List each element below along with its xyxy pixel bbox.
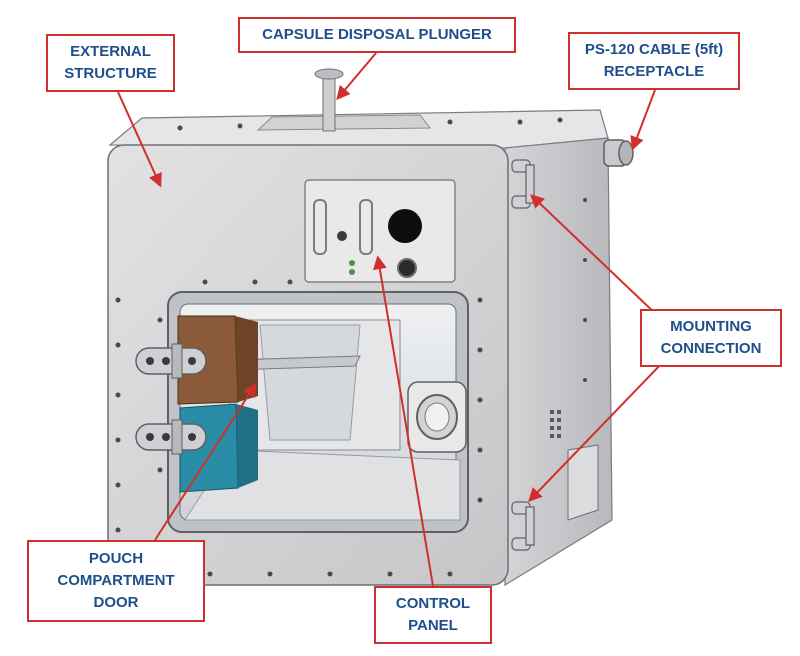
cable-receptacle-callout: PS-120 CABLE (5ft) RECEPTACLE (568, 32, 740, 90)
pouch-compartment-door-callout: POUCH COMPARTMENT DOOR (27, 540, 205, 622)
plunger-cap (314, 68, 344, 80)
plunger-opening (256, 114, 432, 131)
arrow-cable (630, 89, 656, 151)
indicator-led-1 (349, 260, 355, 266)
capsule-disposal-plunger-label: CAPSULE DISPOSAL PLUNGER (262, 26, 492, 43)
arrow-plunger (336, 52, 377, 101)
hinge-upper (135, 343, 207, 379)
mounting-connection-callout: MOUNTING CONNECTION (640, 309, 782, 367)
arrow-mount-top (529, 194, 661, 319)
push-button (397, 258, 417, 278)
external-structure-label: EXTERNAL STRUCTURE (64, 43, 157, 82)
control-panel-plate (304, 179, 456, 283)
external-structure-callout: EXTERNAL STRUCTURE (46, 34, 175, 92)
arrow-mount-bottom (528, 359, 666, 503)
indicator-led-2 (349, 269, 355, 275)
cable-receptacle-label: PS-120 CABLE (5ft) RECEPTACLE (584, 41, 724, 80)
control-panel-callout: CONTROL PANEL (374, 586, 492, 644)
side-hatch (567, 444, 599, 521)
control-knob (388, 209, 422, 243)
mount-bracket-bottom (511, 501, 535, 551)
mount-bracket-top (511, 159, 535, 209)
pouch-compartment-door-label: POUCH COMPARTMENT DOOR (57, 550, 175, 611)
hinge-lower (135, 419, 207, 455)
arrow-external-structure (117, 91, 162, 188)
control-panel-label: CONTROL PANEL (395, 595, 471, 634)
arrow-control-panel (372, 255, 434, 587)
mounting-connection-label: MOUNTING CONNECTION (660, 318, 762, 357)
cable-receptacle (603, 139, 634, 167)
capsule-disposal-plunger-callout: CAPSULE DISPOSAL PLUNGER (238, 17, 516, 53)
plunger-rod (322, 75, 336, 132)
arrow-pouch-door (154, 382, 257, 541)
